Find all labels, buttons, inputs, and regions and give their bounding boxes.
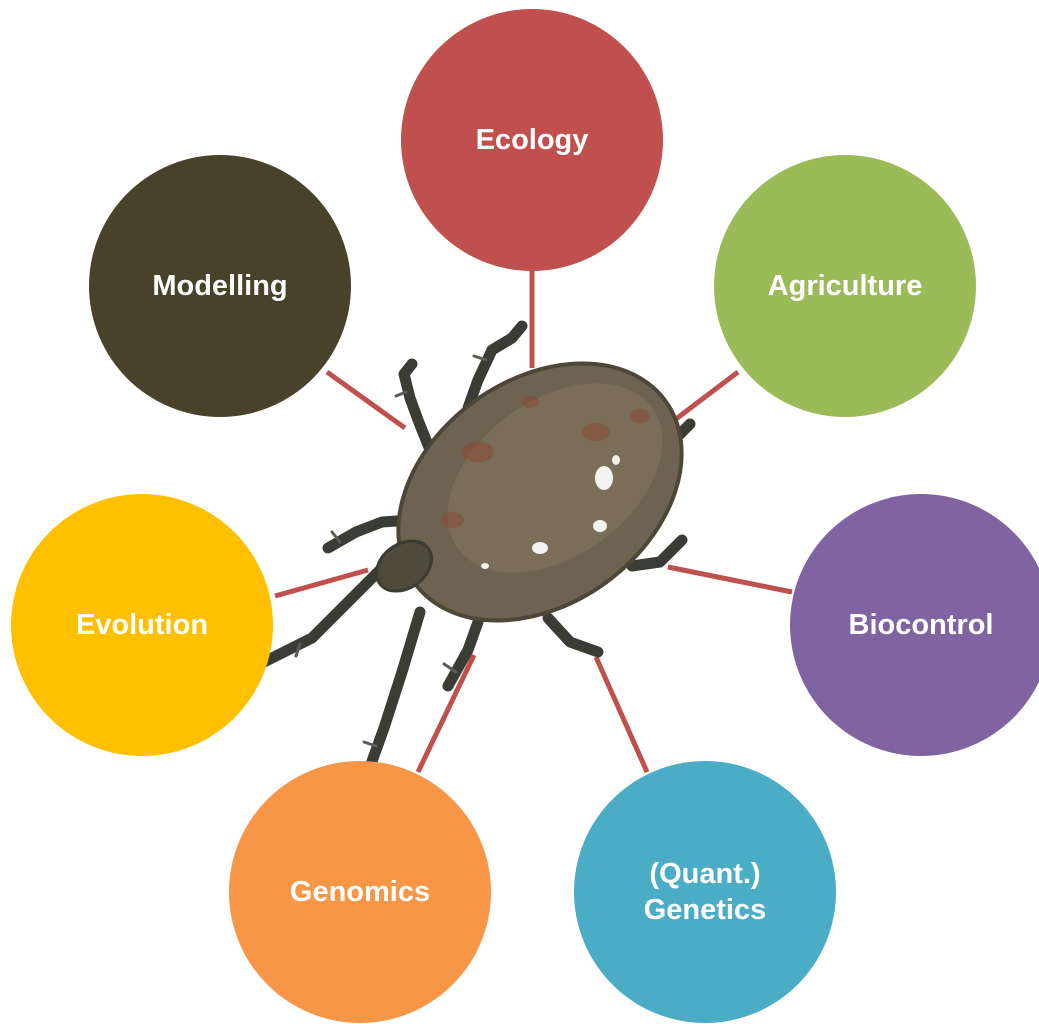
node-label-biocontrol: Biocontrol (849, 609, 994, 641)
connector-genetics (596, 657, 647, 772)
node-label-ecology: Ecology (476, 124, 589, 156)
node-biocontrol: Biocontrol (790, 494, 1039, 756)
node-label-genetics-1: (Quant.) (649, 858, 760, 890)
node-evolution: Evolution (11, 494, 273, 756)
mite-icon (248, 310, 731, 778)
node-label-agriculture: Agriculture (768, 270, 923, 302)
node-label-genetics-2: Genetics (644, 894, 767, 926)
node-agriculture: Agriculture (714, 155, 976, 417)
connector-agriculture (672, 372, 738, 422)
node-label-evolution: Evolution (76, 609, 208, 641)
node-label-modelling: Modelling (152, 270, 287, 302)
node-genomics: Genomics (229, 761, 491, 1023)
node-ecology: Ecology (401, 9, 663, 271)
node-modelling: Modelling (89, 155, 351, 417)
connector-biocontrol (668, 567, 792, 592)
connector-genomics (418, 655, 474, 772)
node-circle-genetics (574, 761, 836, 1023)
node-genetics: (Quant.) Genetics (574, 761, 836, 1023)
node-label-genomics: Genomics (290, 876, 430, 908)
connector-modelling (327, 372, 405, 428)
